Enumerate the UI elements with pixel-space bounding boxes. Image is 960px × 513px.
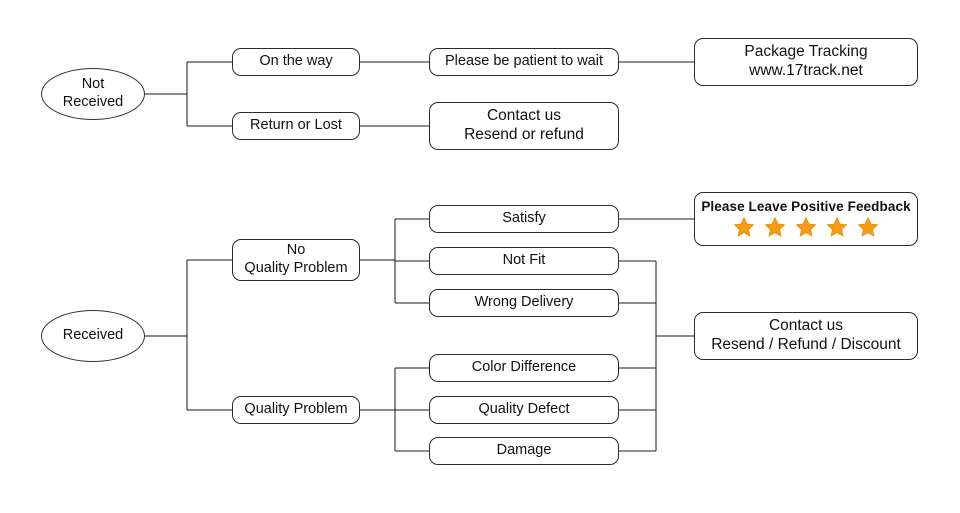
node-no-quality-problem[interactable]: No Quality Problem [232, 239, 360, 281]
node-not-received[interactable]: Not Received [41, 68, 145, 120]
feedback-title: Please Leave Positive Feedback [701, 199, 911, 214]
node-contact-resend-refund[interactable]: Contact us Resend or refund [429, 102, 619, 150]
on-the-way-label: On the way [259, 53, 333, 70]
node-received[interactable]: Received [41, 310, 145, 362]
node-return-or-lost[interactable]: Return or Lost [232, 112, 360, 140]
node-please-be-patient[interactable]: Please be patient to wait [429, 48, 619, 76]
not-fit-label: Not Fit [502, 252, 546, 269]
quality-defect-label: Quality Defect [478, 401, 570, 418]
node-satisfy[interactable]: Satisfy [429, 205, 619, 233]
node-wrong-delivery[interactable]: Wrong Delivery [429, 289, 619, 317]
color-difference-label: Color Difference [471, 359, 577, 376]
node-not-fit[interactable]: Not Fit [429, 247, 619, 275]
package-tracking-title: Package Tracking [744, 43, 868, 61]
resend-or-refund-label: Resend or refund [464, 126, 584, 143]
star-icon[interactable] [826, 216, 848, 242]
received-label: Received [62, 327, 124, 344]
star-icon[interactable] [795, 216, 817, 242]
node-package-tracking[interactable]: Package Tracking www.17track.net [694, 38, 918, 86]
quality-problem-label: Quality Problem [244, 401, 348, 418]
contact-us-label-bottom: Contact us [768, 317, 844, 335]
node-on-the-way[interactable]: On the way [232, 48, 360, 76]
star-icon[interactable] [733, 216, 755, 242]
not-received-line2: Received [62, 94, 124, 110]
node-positive-feedback[interactable]: Please Leave Positive Feedback [694, 192, 918, 246]
damage-label: Damage [496, 442, 552, 459]
please-be-patient-label: Please be patient to wait [445, 53, 603, 70]
star-rating[interactable] [733, 216, 879, 242]
star-icon[interactable] [857, 216, 879, 242]
satisfy-label: Satisfy [502, 210, 546, 227]
node-quality-defect[interactable]: Quality Defect [429, 396, 619, 424]
contact-us-label-top: Contact us [486, 107, 562, 125]
star-icon[interactable] [764, 216, 786, 242]
package-tracking-url: www.17track.net [749, 62, 863, 79]
no-quality-problem-line2: Quality Problem [244, 260, 348, 276]
return-or-lost-label: Return or Lost [250, 117, 342, 134]
wrong-delivery-label: Wrong Delivery [474, 294, 574, 311]
node-damage[interactable]: Damage [429, 437, 619, 465]
node-color-difference[interactable]: Color Difference [429, 354, 619, 382]
not-received-line1: Not [81, 76, 105, 93]
no-quality-problem-line1: No [286, 242, 306, 259]
node-quality-problem[interactable]: Quality Problem [232, 396, 360, 424]
node-contact-resend-refund-discount[interactable]: Contact us Resend / Refund / Discount [694, 312, 918, 360]
resend-refund-discount-label: Resend / Refund / Discount [711, 336, 901, 353]
